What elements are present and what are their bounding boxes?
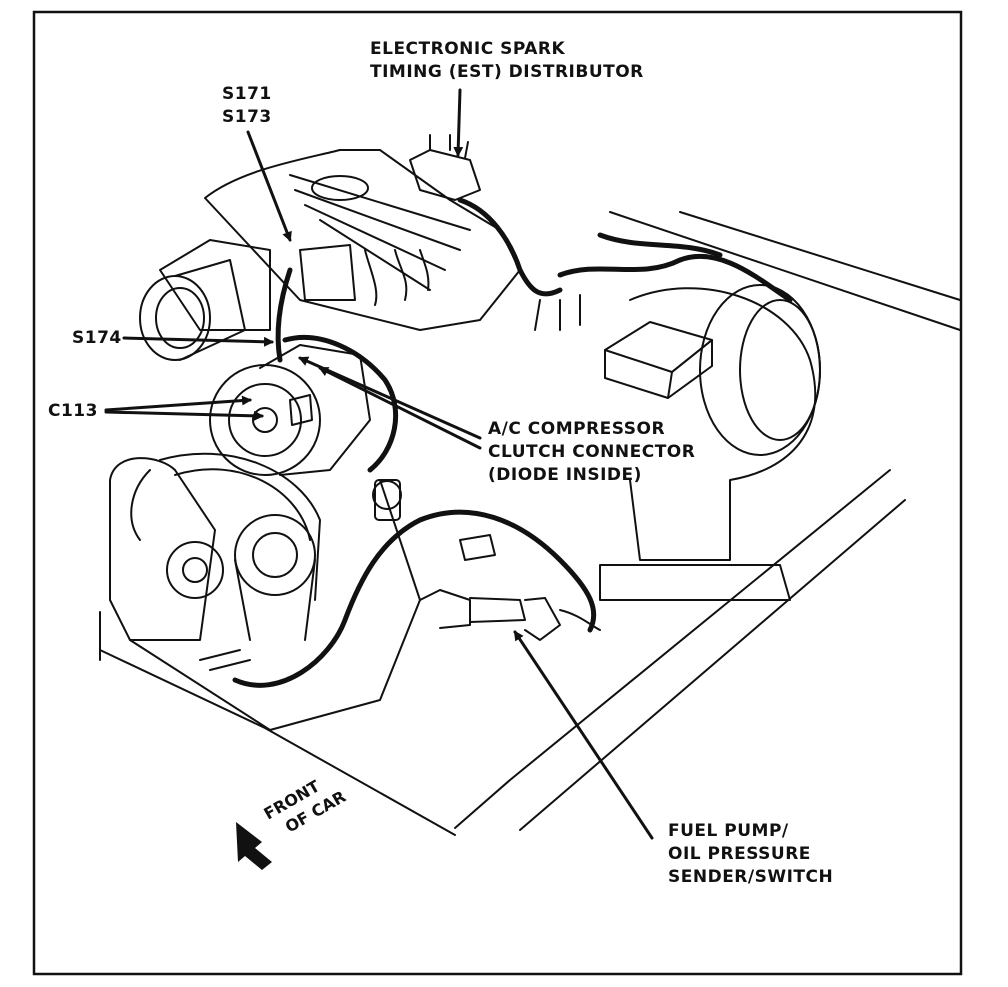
label-s174: S174	[72, 327, 122, 350]
ac-compressor-line2: CLUTCH CONNECTOR	[488, 442, 696, 462]
ac-compressor	[209, 344, 371, 476]
arrow-c113-b	[104, 410, 264, 421]
diagram-frame	[32, 10, 963, 976]
est-distributor-line2: TIMING (EST) DISTRIBUTOR	[370, 62, 644, 82]
est-distributor-line1: ELECTRONIC SPARK	[370, 39, 566, 59]
label-ac-compressor: A/C COMPRESSOR CLUTCH CONNECTOR (DIODE I…	[488, 418, 695, 487]
fuel-pump-line2: OIL PRESSURE	[668, 844, 811, 864]
fuel-pump-line3: SENDER/SWITCH	[668, 867, 834, 887]
arrow-c113-a	[104, 395, 252, 412]
wiring-harness	[232, 197, 793, 688]
engine-block	[129, 479, 421, 731]
splice-s174: S174	[72, 328, 122, 348]
label-c113: C113	[48, 400, 98, 423]
pointer-arrows	[104, 88, 654, 840]
fender-lines	[99, 211, 961, 836]
intake-manifold	[159, 149, 521, 331]
label-fuel-pump: FUEL PUMP/ OIL PRESSURE SENDER/SWITCH	[668, 820, 833, 889]
arrow-s171-s173	[246, 130, 292, 242]
oil-pressure-sender	[419, 534, 601, 641]
arrow-ac-compressor-b	[318, 366, 482, 450]
distributor	[409, 134, 481, 201]
label-splices-top: S171 S173	[222, 83, 272, 129]
arrow-s174	[122, 336, 274, 347]
arrow-fuel-pump	[513, 630, 654, 840]
splice-s171: S171	[222, 84, 272, 104]
throttle-body	[139, 259, 246, 361]
blower-housing	[599, 284, 821, 601]
label-est-distributor: ELECTRONIC SPARK TIMING (EST) DISTRIBUTO…	[370, 38, 644, 84]
splice-s173: S173	[222, 107, 272, 127]
arrow-est-distributor	[453, 88, 464, 157]
relay-box	[604, 321, 713, 399]
ac-compressor-line3: (DIODE INSIDE)	[488, 465, 642, 485]
fuel-pump-line1: FUEL PUMP/	[668, 821, 789, 841]
belt-pulleys	[109, 452, 321, 641]
ac-compressor-line1: A/C COMPRESSOR	[488, 419, 666, 439]
connector-c113: C113	[48, 401, 98, 421]
arrow-left-down-icon	[236, 822, 272, 870]
front-of-car-indicator: FRONT OF CAR	[236, 776, 349, 870]
